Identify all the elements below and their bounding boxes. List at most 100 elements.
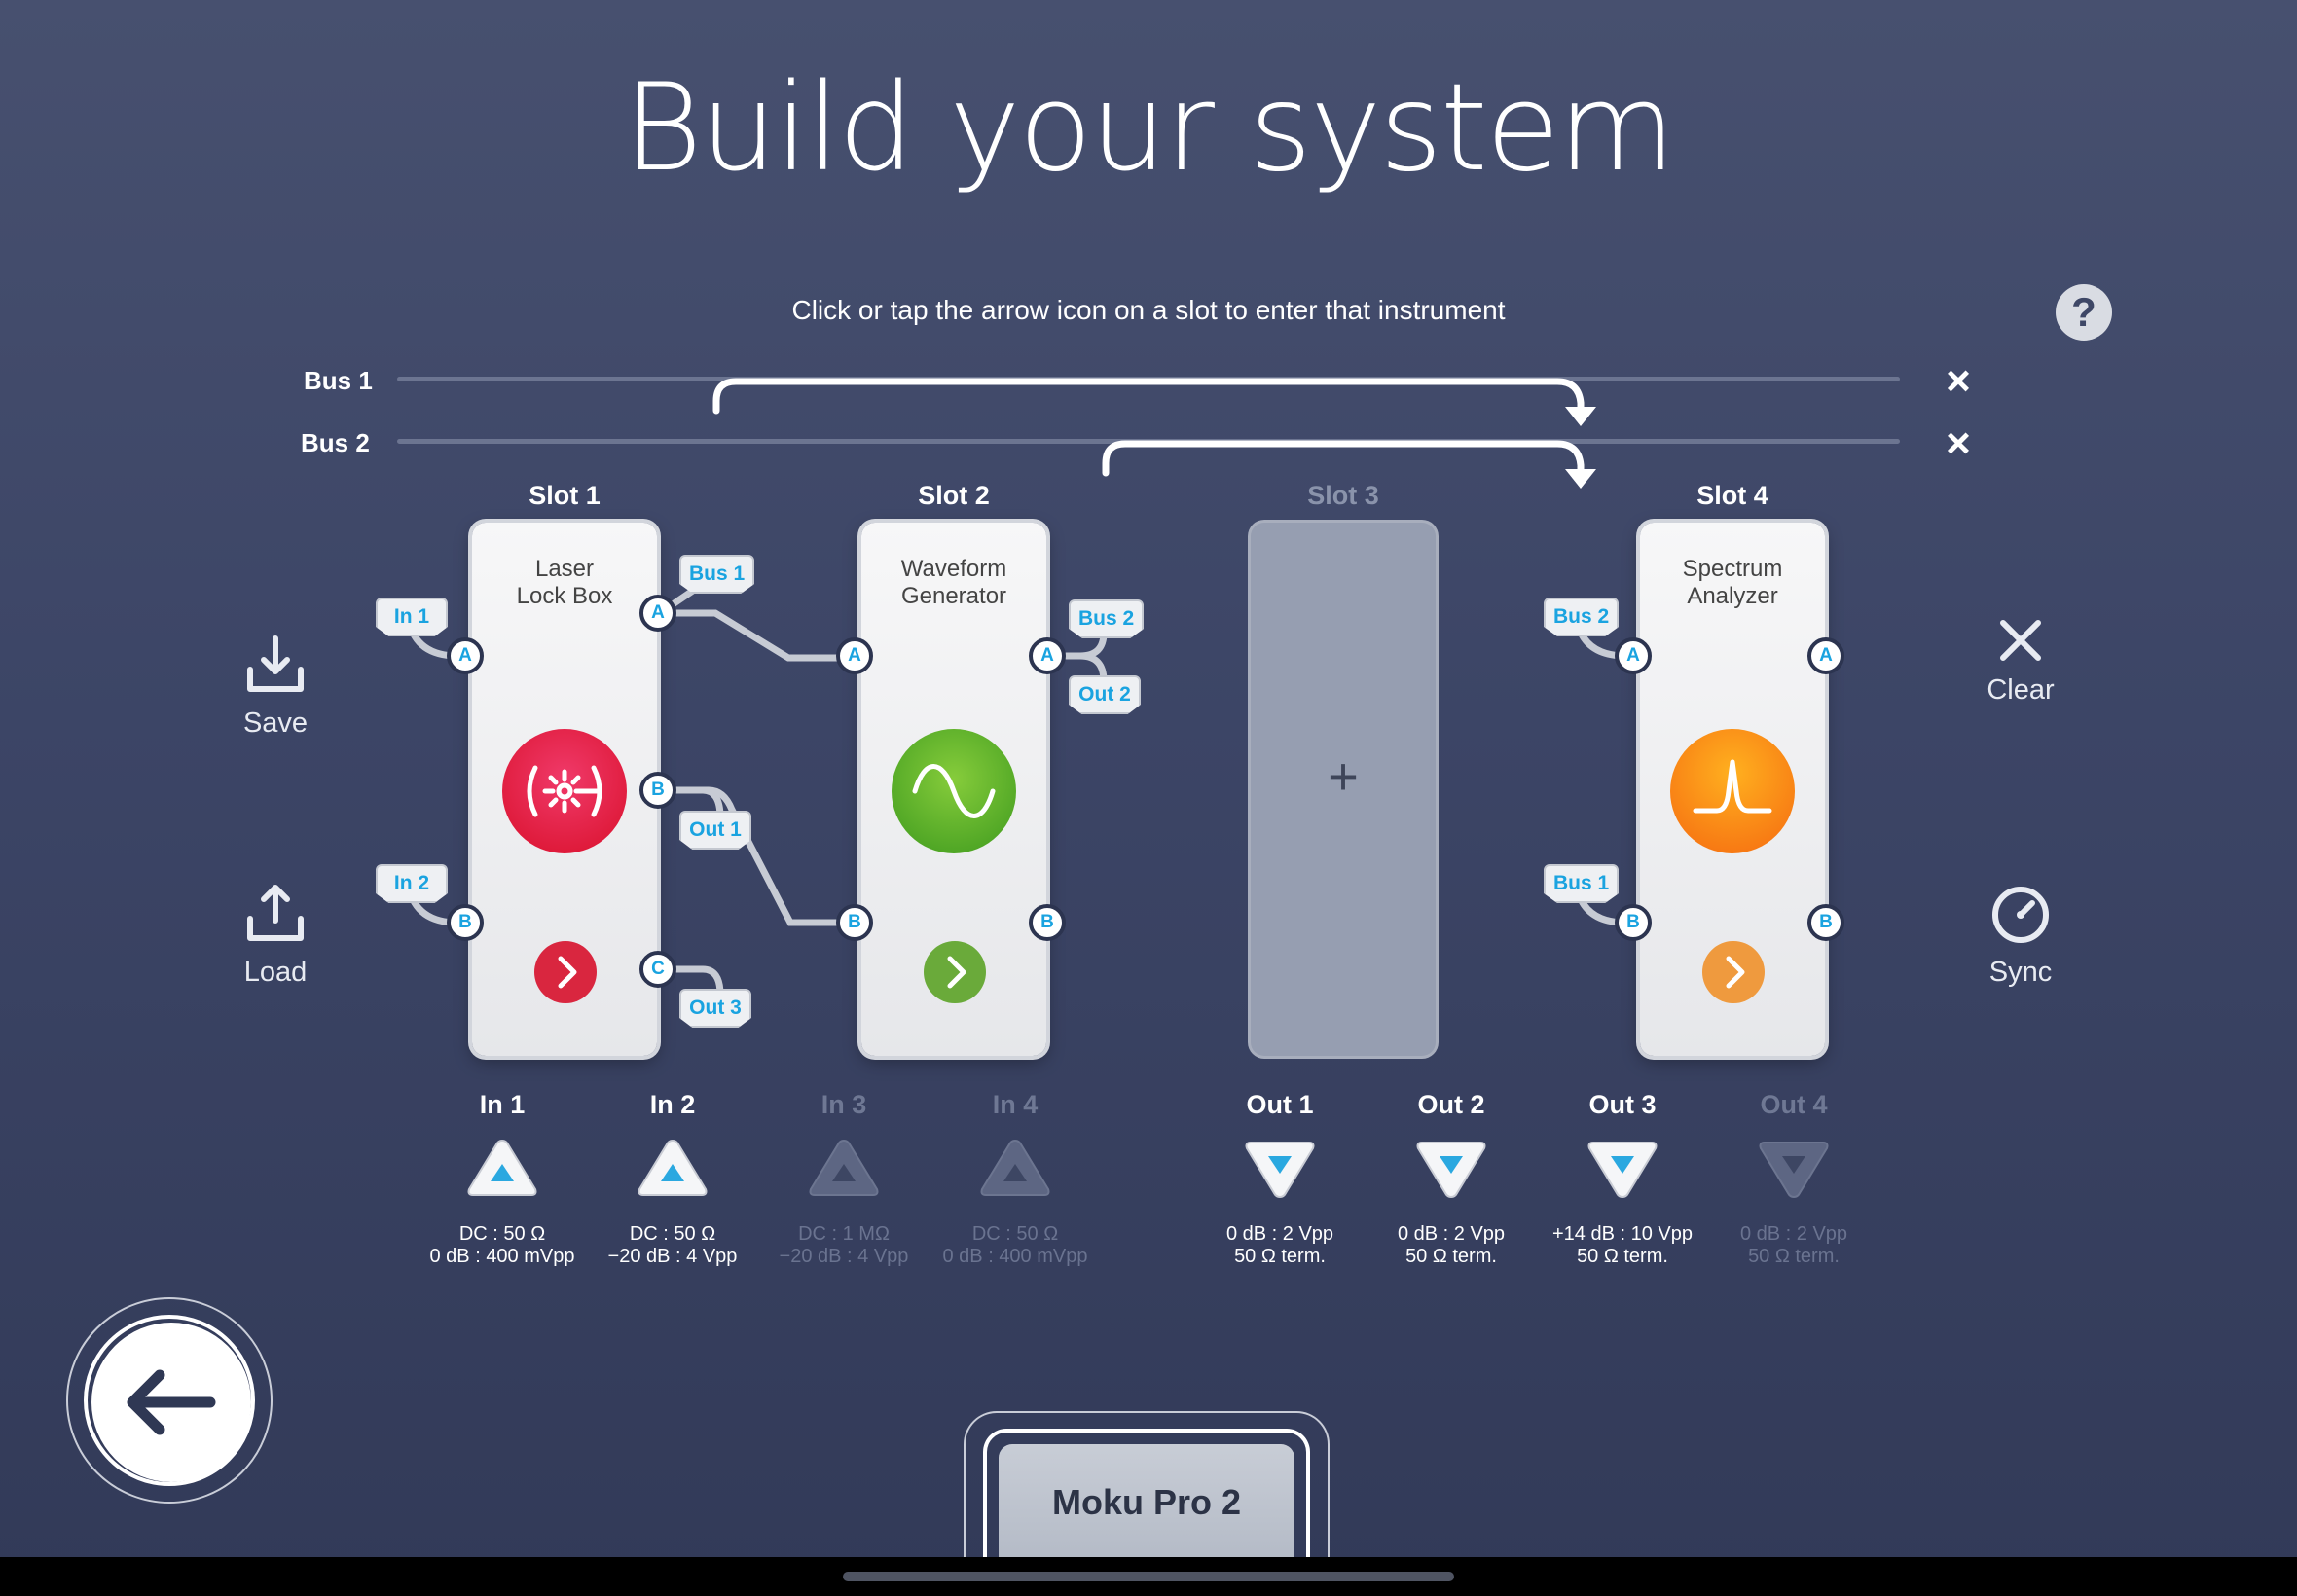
slot-1-output-b-port[interactable]: B: [639, 772, 676, 809]
input-2-spec: DC : 50 Ω−20 dB : 4 Vpp: [607, 1223, 738, 1267]
slot-1-input-b-tag: In 2: [376, 864, 448, 903]
bus-1-arrowhead: [1565, 407, 1596, 426]
close-icon: ×: [1946, 357, 1971, 405]
slot-2-output-a-out-tag[interactable]: Out 2: [1069, 675, 1141, 714]
slot-1-input-a-tag: In 1: [376, 598, 448, 636]
slot-1-output-b-tag[interactable]: Out 1: [679, 811, 751, 850]
wire-slot1-a-to-slot2-a: [656, 609, 860, 662]
slot-2-label: Slot 2: [918, 481, 990, 510]
input-3-label: In 3: [820, 1090, 867, 1119]
arrow-left-icon: [127, 1369, 216, 1435]
output-3-connector-icon[interactable]: [1586, 1137, 1659, 1201]
bus-1-clear-button[interactable]: ×: [1939, 360, 1978, 403]
slot-2-output-a-bus-tag[interactable]: Bus 2: [1069, 599, 1145, 638]
bus-2-route-arrow: [1102, 440, 1585, 477]
wire-slot1-b-to-slot2-b: [656, 786, 860, 926]
chevron-right-icon: [558, 956, 577, 989]
back-button-ring: [84, 1315, 255, 1486]
bus-2-clear-button[interactable]: ×: [1939, 422, 1978, 465]
slot-1-enter-button[interactable]: [534, 941, 597, 1003]
slot-4-input-a-tag: Bus 2: [1544, 598, 1620, 636]
slot-1-output-c-tag[interactable]: Out 3: [679, 989, 751, 1028]
slot-1-output-a-port[interactable]: A: [639, 595, 676, 632]
chevron-right-icon: [947, 956, 966, 989]
help-button[interactable]: ?: [2056, 284, 2112, 341]
save-label: Save: [242, 707, 309, 739]
slot-2-input-b-port[interactable]: B: [836, 904, 873, 941]
question-mark-icon: ?: [2071, 289, 2096, 335]
slot-1-input-b-port[interactable]: B: [447, 904, 484, 941]
sine-wave-icon: [892, 729, 1016, 853]
load-button[interactable]: Load: [207, 884, 344, 989]
save-button[interactable]: Save: [207, 635, 344, 740]
slot-4-enter-button[interactable]: [1702, 941, 1765, 1003]
bus-1-route-arrow: [712, 378, 1585, 415]
slot-1-label: Slot 1: [529, 481, 601, 510]
slot-4-input-a-port[interactable]: A: [1615, 637, 1652, 674]
gauge-icon: [1992, 887, 2049, 943]
home-indicator[interactable]: [843, 1572, 1454, 1581]
input-2-label: In 2: [649, 1090, 696, 1119]
slot-1-input-a-port[interactable]: A: [447, 637, 484, 674]
input-3-spec: DC : 1 MΩ−20 dB : 4 Vpp: [779, 1223, 909, 1267]
slot-2-output-a-port[interactable]: A: [1029, 637, 1066, 674]
slot-4-output-b-port[interactable]: B: [1807, 904, 1844, 941]
output-2-connector-icon[interactable]: [1414, 1137, 1488, 1201]
output-4-connector-icon: [1759, 1142, 1829, 1199]
output-4-label: Out 4: [1760, 1090, 1828, 1119]
input-1-label: In 1: [479, 1090, 526, 1119]
sync-label: Sync: [1988, 957, 2053, 988]
device-frame-inner: [983, 1429, 1310, 1596]
slot-2-input-a-port[interactable]: A: [836, 637, 873, 674]
input-1-connector-icon[interactable]: [465, 1137, 539, 1201]
slot-2-output-b-port[interactable]: B: [1029, 904, 1066, 941]
slot-4-output-a-port[interactable]: A: [1807, 637, 1844, 674]
input-4-connector-icon: [980, 1139, 1050, 1196]
close-icon: ×: [1946, 419, 1971, 467]
chevron-right-icon: [1726, 956, 1745, 989]
close-icon: [2000, 620, 2041, 661]
slot-4-label: Slot 4: [1696, 481, 1768, 510]
slot-1-output-c-port[interactable]: C: [639, 951, 676, 988]
back-button[interactable]: [66, 1297, 273, 1504]
slot-1-output-a-tag[interactable]: Bus 1: [679, 555, 755, 594]
bus-1-label: Bus 1: [304, 366, 373, 395]
slot-2-enter-button[interactable]: [924, 941, 986, 1003]
clear-label: Clear: [1987, 674, 2055, 706]
instruction-text: Click or tap the arrow icon on a slot to…: [791, 295, 1506, 325]
clear-button[interactable]: Clear: [1952, 617, 2089, 707]
slot-4-input-b-port[interactable]: B: [1615, 904, 1652, 941]
download-icon: [247, 635, 304, 692]
output-1-label: Out 1: [1246, 1090, 1314, 1119]
load-label: Load: [243, 957, 308, 988]
bus-2-arrowhead: [1565, 469, 1596, 489]
spectrum-peak-icon: [1670, 729, 1795, 853]
laser-lock-box-icon: [502, 729, 627, 853]
device-frame-outer: [964, 1411, 1330, 1596]
input-2-connector-icon[interactable]: [636, 1137, 710, 1201]
back-button-face: [91, 1323, 251, 1482]
page-title: Build your system: [623, 58, 1675, 199]
slot-3-empty-card[interactable]: +: [1251, 523, 1436, 1056]
output-3-label: Out 3: [1588, 1090, 1657, 1119]
bus-2-label: Bus 2: [301, 428, 370, 457]
input-3-connector-icon: [809, 1139, 879, 1196]
output-1-connector-icon[interactable]: [1243, 1137, 1317, 1201]
slot-4-input-b-tag: Bus 1: [1544, 864, 1620, 903]
sync-button[interactable]: Sync: [1952, 884, 2089, 989]
output-2-label: Out 2: [1417, 1090, 1485, 1119]
